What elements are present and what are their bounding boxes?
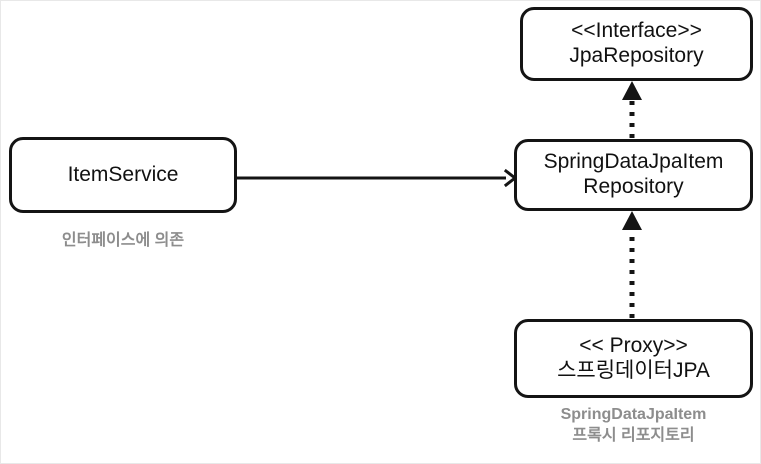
node-proxy-name: 스프링데이터JPA	[557, 358, 710, 382]
node-jpa-repository[interactable]: <<Interface>> JpaRepository	[520, 7, 753, 81]
edge-realization-proxy-to-repo	[622, 211, 642, 318]
caption-proxy: SpringDataJpaItem 프록시 리포지토리	[514, 405, 753, 447]
node-spring-data-repository[interactable]: SpringDataJpaItem Repository	[514, 139, 753, 211]
node-proxy-stereotype: << Proxy>>	[579, 333, 688, 357]
node-jpa-repository-name: JpaRepository	[569, 44, 704, 67]
node-spring-data-repository-name-line2: Repository	[583, 175, 684, 198]
node-spring-data-repository-name-line1: SpringDataJpaItem	[543, 150, 724, 174]
edge-realization-repo-to-jpa-repository	[622, 81, 642, 138]
node-jpa-repository-stereotype: <<Interface>>	[571, 19, 702, 43]
caption-proxy-line2: 프록시 리포지토리	[572, 426, 695, 444]
node-item-service[interactable]: ItemService	[9, 137, 237, 213]
caption-proxy-line1: SpringDataJpaItem	[560, 406, 707, 423]
edge-dependency-item-service-to-repo	[237, 168, 518, 188]
caption-item-service: 인터페이스에 의존	[9, 231, 237, 252]
node-item-service-name: ItemService	[67, 162, 179, 186]
node-proxy[interactable]: << Proxy>> 스프링데이터JPA	[514, 319, 753, 398]
caption-item-service-line1: 인터페이스에 의존	[61, 232, 185, 249]
